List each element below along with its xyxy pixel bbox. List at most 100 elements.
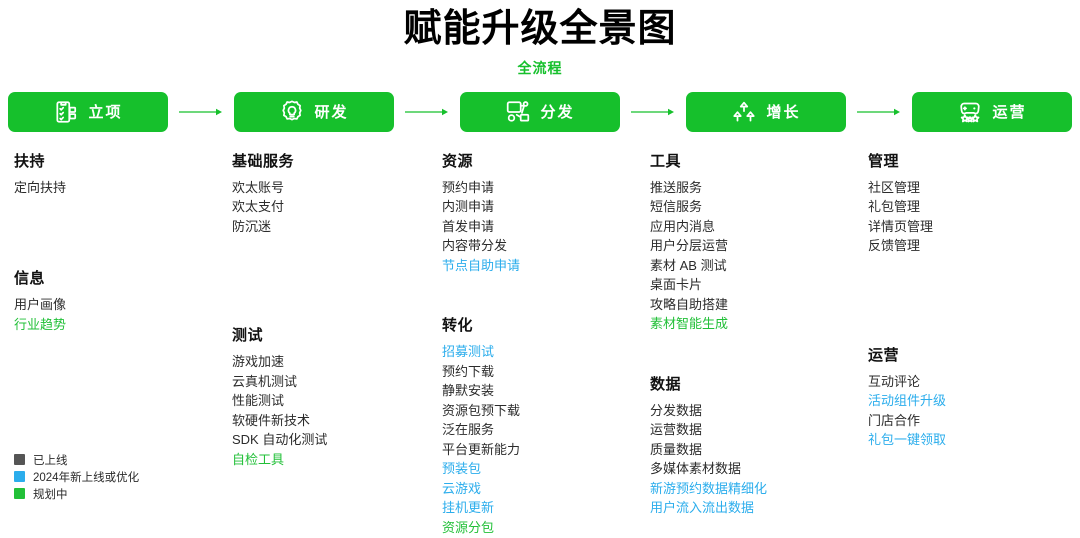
list-item[interactable]: 泛在服务: [442, 422, 495, 438]
page-title: 赋能升级全景图: [403, 8, 677, 50]
stage-label: 立项: [88, 104, 123, 122]
column-增长: 工具推送服务短信服务应用内消息用户分层运营素材 AB 测试桌面卡片攻略自助搭建素…: [638, 150, 848, 518]
list-item[interactable]: 性能测试: [232, 393, 285, 409]
group-item-list: 定向扶持: [14, 178, 218, 198]
legend-swatch: [14, 488, 25, 499]
list-item[interactable]: 桌面卡片: [650, 277, 703, 293]
list-item[interactable]: 新游预约数据精细化: [650, 480, 768, 496]
category-columns: 扶持定向扶持信息用户画像行业趋势基础服务欢太账号欢太支付防沉迷测试游戏加速云真机…: [0, 150, 1080, 538]
list-item[interactable]: 游戏加速: [232, 354, 285, 370]
legend-swatch: [14, 454, 25, 465]
stage-label: 运营: [992, 104, 1027, 122]
list-item[interactable]: 欢太支付: [232, 199, 285, 215]
list-item[interactable]: 预装包: [442, 461, 482, 477]
layout-spacer: [14, 197, 218, 267]
list-item[interactable]: 反馈管理: [868, 238, 921, 254]
list-item[interactable]: 节点自助申请: [442, 257, 521, 273]
list-item[interactable]: 首发申请: [442, 218, 495, 234]
group-item-list: 推送服务短信服务应用内消息用户分层运营素材 AB 测试桌面卡片攻略自助搭建素材智…: [650, 178, 848, 334]
group-基础服务: 基础服务欢太账号欢太支付防沉迷: [232, 150, 428, 237]
stage-flow: 立项 研发 分发 增长 运营: [0, 91, 1080, 132]
distribution-network-icon: [505, 99, 531, 125]
list-item[interactable]: 素材智能生成: [650, 316, 729, 332]
stage-pill-运营[interactable]: 运营: [912, 91, 1072, 132]
list-item[interactable]: 详情页管理: [868, 218, 934, 234]
list-item[interactable]: 预约下载: [442, 363, 495, 379]
flow-arrow-icon: [168, 105, 234, 119]
list-item[interactable]: 社区管理: [868, 179, 921, 195]
group-title: 运营: [868, 346, 900, 364]
group-title: 转化: [442, 317, 474, 335]
list-item[interactable]: SDK 自动化测试: [232, 432, 328, 448]
layout-spacer: [232, 236, 428, 324]
group-item-list: 分发数据运营数据质量数据多媒体素材数据新游预约数据精细化用户流入流出数据: [650, 401, 848, 518]
list-item[interactable]: 短信服务: [650, 199, 703, 215]
list-item[interactable]: 多媒体素材数据: [650, 461, 742, 477]
group-运营: 运营互动评论活动组件升级门店合作礼包一键领取: [868, 344, 1058, 450]
list-item[interactable]: 应用内消息: [650, 218, 716, 234]
list-item[interactable]: 招募测试: [442, 344, 495, 360]
group-title: 管理: [868, 152, 900, 170]
stage-pill-分发[interactable]: 分发: [460, 91, 620, 132]
list-item[interactable]: 质量数据: [650, 441, 703, 457]
stage-pill-增长[interactable]: 增长: [686, 91, 846, 132]
list-item[interactable]: 欢太账号: [232, 179, 285, 195]
group-资源: 资源预约申请内测申请首发申请内容带分发节点自助申请: [442, 150, 638, 276]
list-item[interactable]: 资源包预下载: [442, 402, 521, 418]
group-item-list: 欢太账号欢太支付防沉迷: [232, 178, 428, 237]
gamepad-stars-icon: [957, 99, 983, 125]
group-title: 数据: [650, 375, 682, 393]
list-item[interactable]: 活动组件升级: [868, 393, 947, 409]
layout-spacer: [442, 275, 638, 314]
list-item[interactable]: 云游戏: [442, 480, 482, 496]
group-title: 信息: [14, 270, 46, 288]
layout-spacer: [650, 334, 848, 373]
list-item[interactable]: 攻略自助搭建: [650, 296, 729, 312]
stage-pill-立项[interactable]: 立项: [8, 91, 168, 132]
list-item[interactable]: 用户分层运营: [650, 238, 729, 254]
group-管理: 管理社区管理礼包管理详情页管理反馈管理: [868, 150, 1058, 256]
list-item[interactable]: 资源分包: [442, 519, 495, 535]
group-title: 测试: [232, 327, 264, 345]
list-item[interactable]: 内容带分发: [442, 238, 508, 254]
list-item[interactable]: 自检工具: [232, 451, 285, 467]
group-title: 资源: [442, 152, 474, 170]
list-item[interactable]: 运营数据: [650, 422, 703, 438]
list-item[interactable]: 行业趋势: [14, 316, 67, 332]
list-item[interactable]: 用户流入流出数据: [650, 500, 755, 516]
stage-label: 研发: [314, 104, 349, 122]
list-item[interactable]: 推送服务: [650, 179, 703, 195]
list-item[interactable]: 分发数据: [650, 402, 703, 418]
list-item[interactable]: 用户画像: [14, 297, 67, 313]
group-转化: 转化招募测试预约下载静默安装资源包预下载泛在服务平台更新能力预装包云游戏挂机更新…: [442, 314, 638, 537]
list-item[interactable]: 互动评论: [868, 373, 921, 389]
group-工具: 工具推送服务短信服务应用内消息用户分层运营素材 AB 测试桌面卡片攻略自助搭建素…: [650, 150, 848, 334]
list-item[interactable]: 防沉迷: [232, 218, 272, 234]
list-item[interactable]: 预约申请: [442, 179, 495, 195]
list-item[interactable]: 礼包管理: [868, 199, 921, 215]
group-item-list: 游戏加速云真机测试性能测试软硬件新技术 SDK 自动化测试自检工具: [232, 352, 428, 469]
legend-row: 已上线: [14, 451, 139, 468]
group-title: 工具: [650, 152, 682, 170]
list-item[interactable]: 云真机测试: [232, 373, 298, 389]
legend-label: 2024年新上线或优化: [33, 471, 140, 484]
group-item-list: 互动评论活动组件升级门店合作礼包一键领取: [868, 372, 1058, 450]
stage-pill-研发[interactable]: 研发: [234, 91, 394, 132]
list-item[interactable]: 内测申请: [442, 199, 495, 215]
list-item[interactable]: 挂机更新: [442, 500, 495, 516]
stage-label: 增长: [766, 104, 801, 122]
legend-swatch: [14, 471, 25, 482]
column-立项: 扶持定向扶持信息用户画像行业趋势: [8, 150, 218, 335]
list-item[interactable]: 礼包一键领取: [868, 432, 947, 448]
list-item[interactable]: 平台更新能力: [442, 441, 521, 457]
list-item[interactable]: 静默安装: [442, 383, 495, 399]
list-item[interactable]: 软硬件新技术: [232, 412, 311, 428]
flow-arrow-icon: [620, 105, 686, 119]
page-subtitle: 全流程: [517, 59, 563, 76]
list-item[interactable]: 素材 AB 测试: [650, 257, 727, 273]
group-扶持: 扶持定向扶持: [14, 150, 218, 198]
list-item[interactable]: 门店合作: [868, 412, 921, 428]
list-item[interactable]: 定向扶持: [14, 179, 67, 195]
